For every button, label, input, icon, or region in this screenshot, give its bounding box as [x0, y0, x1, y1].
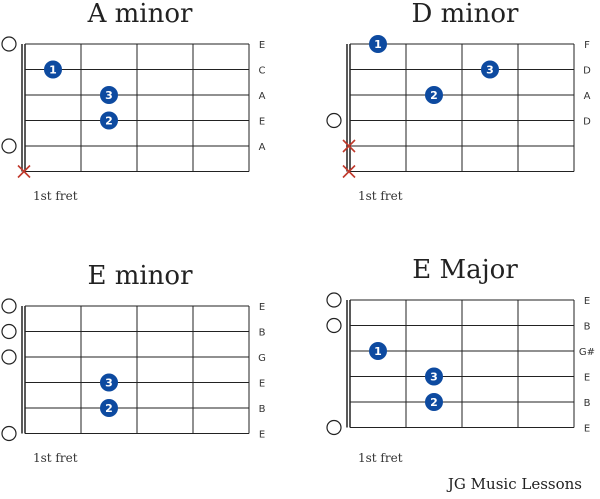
string-label: E — [259, 379, 265, 390]
string-label: D — [583, 66, 591, 77]
string-label: A — [584, 91, 591, 102]
finger-dot — [100, 86, 118, 104]
string-label: B — [584, 398, 591, 409]
finger-dot — [425, 367, 443, 386]
finger-dot — [369, 35, 387, 53]
string-label: G — [258, 353, 266, 364]
muted-string-marker — [342, 139, 356, 153]
fret-label: 1st fret — [358, 451, 403, 465]
open-string-marker — [1, 349, 17, 365]
chord-title: E minor — [87, 261, 193, 291]
finger-number: 2 — [430, 89, 438, 102]
fret-label: 1st fret — [33, 189, 78, 203]
open-string-marker — [1, 298, 17, 314]
string-label: F — [584, 40, 590, 51]
finger-dot — [425, 393, 443, 411]
chord-title: E Major — [412, 255, 518, 285]
finger-dot — [425, 86, 443, 104]
finger-dot — [100, 373, 118, 392]
open-string-marker — [1, 36, 17, 52]
open-string-marker — [326, 317, 342, 334]
chord-chart-e-major: E Major 1st fret E B G# E B E 1 3 2 — [326, 255, 595, 465]
chord-chart-a-minor: A minor 1st fret E C A E A 1 3 2 — [1, 0, 266, 203]
finger-number: 3 — [430, 371, 438, 384]
finger-dot — [481, 60, 499, 79]
finger-dot — [100, 111, 118, 130]
open-string-marker — [1, 138, 17, 154]
string-label: E — [259, 302, 265, 313]
credit-text: JG Music Lessons — [447, 475, 582, 493]
string-label: E — [259, 430, 265, 441]
finger-number: 1 — [374, 345, 382, 358]
string-label: A — [259, 91, 266, 102]
open-string-marker — [326, 292, 342, 308]
finger-number: 1 — [49, 64, 57, 77]
finger-dot — [100, 399, 118, 417]
chord-chart-e-minor: E minor 1st fret E B G E B E 3 2 — [1, 261, 266, 465]
string-label: E — [584, 424, 590, 435]
muted-string-marker — [342, 164, 356, 179]
open-string-marker — [326, 112, 342, 129]
string-label: D — [583, 117, 591, 128]
finger-number: 2 — [105, 402, 113, 415]
chord-chart-d-minor: D minor 1st fret F D A D 1 3 2 — [326, 0, 591, 203]
string-label: E — [259, 40, 265, 51]
fret-label: 1st fret — [358, 189, 403, 203]
string-label: B — [259, 404, 266, 415]
finger-number: 3 — [105, 89, 113, 102]
string-label: B — [259, 328, 266, 339]
finger-dot — [369, 342, 387, 360]
open-string-marker — [326, 419, 342, 436]
chord-title: A minor — [87, 0, 193, 29]
finger-number: 3 — [105, 377, 113, 390]
finger-number: 2 — [105, 115, 113, 128]
muted-string-marker — [17, 164, 31, 179]
chord-title: D minor — [412, 0, 519, 29]
string-label: C — [259, 66, 266, 77]
finger-number: 2 — [430, 396, 438, 409]
finger-number: 3 — [486, 64, 494, 77]
finger-number: 1 — [374, 38, 382, 51]
open-string-marker — [1, 425, 17, 442]
string-label: E — [584, 296, 590, 307]
string-label: A — [259, 142, 266, 153]
string-label: E — [584, 373, 590, 384]
open-string-marker — [1, 323, 17, 340]
string-label: G# — [579, 347, 595, 358]
finger-dot — [44, 60, 62, 79]
string-label: E — [259, 117, 265, 128]
string-label: B — [584, 322, 591, 333]
fret-label: 1st fret — [33, 451, 78, 465]
